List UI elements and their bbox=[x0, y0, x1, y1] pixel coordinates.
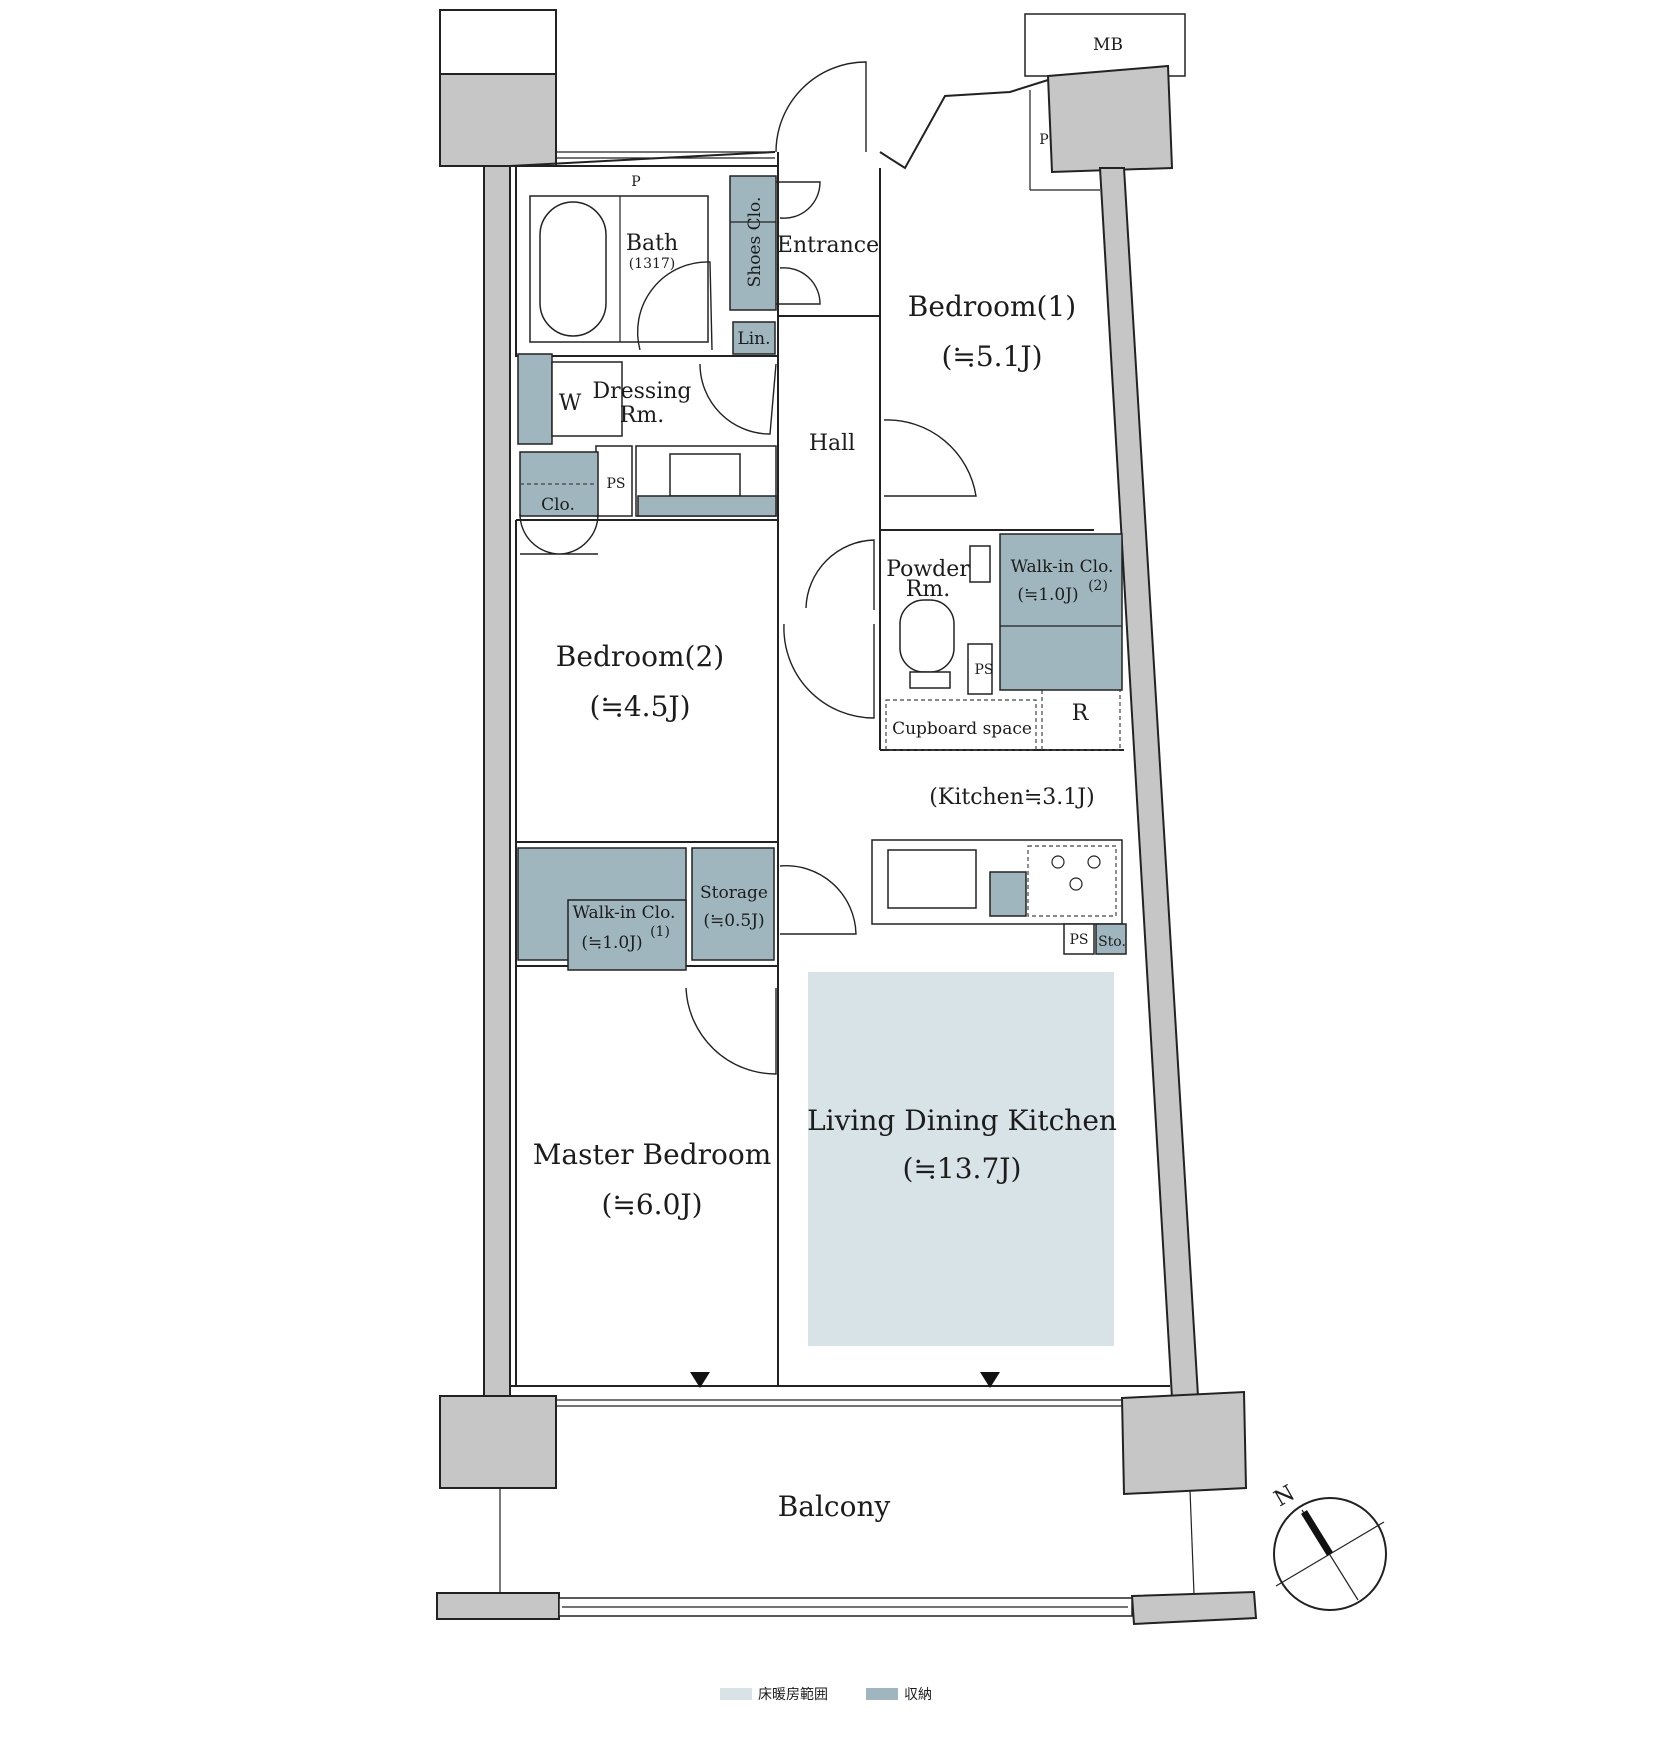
window-marker-right bbox=[980, 1372, 1000, 1388]
kitchen-label: (Kitchen≒3.1J) bbox=[929, 785, 1094, 810]
bedroom1-label: Bedroom(1) bbox=[908, 290, 1076, 323]
room-labels: MB P P Bath (1317) Shoes Clo. Entrance L… bbox=[533, 35, 1126, 1523]
dressing-label: Dressing bbox=[592, 379, 691, 404]
storage-areas bbox=[517, 175, 1123, 971]
partitions bbox=[515, 152, 1127, 1386]
powder-label: Powder bbox=[886, 557, 970, 582]
p-label-right: P bbox=[1039, 132, 1048, 148]
ldk-size-label: (≒13.7J) bbox=[903, 1152, 1022, 1185]
w-label: W bbox=[559, 391, 582, 416]
balcony-label: Balcony bbox=[778, 1490, 891, 1523]
ldk-label: Living Dining Kitchen bbox=[807, 1104, 1117, 1137]
clo-label: Clo. bbox=[541, 495, 575, 515]
ps-label-3: PS bbox=[1069, 932, 1088, 948]
legend-swatch-heating bbox=[720, 1688, 752, 1700]
floor-heating-area bbox=[808, 972, 1114, 1346]
ps-label-1: PS bbox=[606, 476, 625, 492]
master-bedroom-size-label: (≒6.0J) bbox=[601, 1188, 702, 1221]
wic1-size-label: (≒1.0J) bbox=[581, 933, 642, 953]
r-label: R bbox=[1072, 701, 1090, 726]
powder-label-2: Rm. bbox=[906, 577, 950, 602]
structure bbox=[436, 9, 1258, 1626]
wic2-size-label: (≒1.0J) bbox=[1017, 585, 1078, 605]
storage-label: Storage bbox=[700, 883, 768, 903]
bedroom1-size-label: (≒5.1J) bbox=[941, 340, 1042, 373]
exterior-lines bbox=[499, 79, 1195, 1617]
bedroom2-size-label: (≒4.5J) bbox=[589, 690, 690, 723]
legend-label-storage: 収納 bbox=[904, 1687, 932, 1703]
wic1-label: Walk-in Clo. bbox=[573, 903, 676, 923]
hall-label: Hall bbox=[809, 431, 855, 456]
mb-label: MB bbox=[1093, 35, 1123, 55]
legend-label-heating: 床暖房範囲 bbox=[758, 1686, 828, 1703]
p-label-top: P bbox=[631, 174, 640, 190]
legend-swatch-storage bbox=[866, 1688, 898, 1700]
shoes-clo-label: Shoes Clo. bbox=[745, 197, 765, 288]
dressing-label-2: Rm. bbox=[620, 403, 664, 428]
entrance-label: Entrance bbox=[777, 233, 879, 258]
legend: 床暖房範囲 収納 bbox=[720, 1686, 932, 1703]
wic1-num-label: (1) bbox=[650, 924, 670, 940]
doors bbox=[519, 61, 977, 1075]
sto-label: Sto. bbox=[1098, 934, 1126, 950]
master-bedroom-label: Master Bedroom bbox=[533, 1138, 772, 1171]
compass-needle bbox=[1301, 1510, 1333, 1556]
north-label: N bbox=[1270, 1481, 1299, 1512]
window-marker-left bbox=[690, 1372, 710, 1388]
compass: N bbox=[1270, 1481, 1387, 1611]
bath-size-label: (1317) bbox=[629, 256, 676, 272]
ps-label-2: PS bbox=[974, 662, 993, 678]
bedroom2-label: Bedroom(2) bbox=[556, 640, 724, 673]
wic2-label: Walk-in Clo. bbox=[1011, 557, 1114, 577]
cupboard-label: Cupboard space bbox=[892, 719, 1032, 739]
bath-label: Bath bbox=[626, 231, 678, 256]
wic2-num-label: (2) bbox=[1088, 578, 1108, 594]
lin-label: Lin. bbox=[737, 329, 770, 349]
storage-size-label: (≒0.5J) bbox=[703, 911, 764, 931]
